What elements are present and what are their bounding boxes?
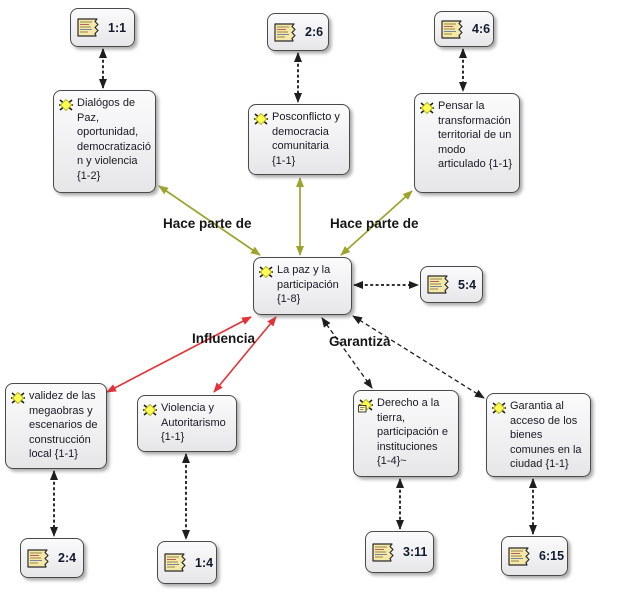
quotation-node-4-6[interactable]: 4:6 (434, 11, 494, 47)
code-with-comment-icon (358, 398, 373, 413)
quotation-node-5-4[interactable]: 5:4 (420, 266, 483, 303)
code-node-label: Pensar la transformación territorial de … (438, 100, 512, 170)
code-node-label: La paz y la participación {1-8} (277, 264, 339, 305)
quotation-node-label: 6:15 (539, 549, 565, 563)
quotation-node-6-15[interactable]: 6:15 (501, 536, 568, 576)
code-icon (420, 101, 434, 115)
edge-garantiza-derecho[interactable] (321, 317, 373, 389)
edge-influencia-validez[interactable] (106, 316, 252, 393)
code-node-label: Posconflicto y democracia comunitaria {1… (272, 111, 340, 167)
code-icon (143, 403, 157, 417)
code-node-label: Dialógos de Paz, oportunidad, democratiz… (77, 97, 151, 182)
code-node-posconflicto[interactable]: Posconflicto y democracia comunitaria {1… (248, 104, 350, 175)
quotation-node-label: 3:11 (403, 545, 428, 559)
edge-hace-parte-de-dialogos[interactable] (158, 185, 261, 256)
code-icon (254, 112, 268, 126)
quotation-node-label: 2:6 (305, 25, 324, 39)
code-node-label: Derecho a la tierra, participación e ins… (377, 397, 448, 467)
quotation-icon (27, 548, 49, 568)
quotation-node-label: 1:4 (195, 555, 214, 570)
code-icon (492, 401, 506, 415)
quotation-node-3-11[interactable]: 3:11 (365, 531, 434, 573)
code-node-label: Violencia y Autoritarismo {1-1} (161, 402, 226, 443)
quotation-icon (427, 275, 449, 294)
quotation-node-1-4[interactable]: 1:4 (157, 541, 217, 584)
code-icon (259, 265, 273, 279)
code-node-label: Garantia al acceso de los bienes comunes… (510, 400, 582, 470)
edge-label-garantiza[interactable]: Garantiza (329, 334, 391, 349)
quotation-icon (441, 19, 463, 39)
code-node-garantia[interactable]: Garantia al acceso de los bienes comunes… (486, 393, 591, 477)
quotation-node-label: 1:1 (108, 20, 127, 35)
code-node-validez[interactable]: validez de las megaobras y escenarios de… (5, 383, 107, 469)
code-node-dialogos[interactable]: Dialógos de Paz, oportunidad, democratiz… (53, 90, 156, 193)
quotation-node-1-1[interactable]: 1:1 (70, 8, 135, 47)
code-icon (11, 391, 25, 405)
edge-influencia-violencia[interactable] (213, 316, 277, 393)
edge-hace-parte-de-pensar[interactable] (340, 190, 413, 256)
quotation-node-2-6[interactable]: 2:6 (267, 13, 329, 51)
quotation-icon (274, 22, 296, 42)
quotation-icon (77, 18, 99, 37)
code-node-la-paz[interactable]: La paz y la participación {1-8} (253, 257, 352, 315)
quotation-icon (508, 546, 530, 566)
code-icon (59, 98, 73, 112)
code-node-derecho[interactable]: Derecho a la tierra, participación e ins… (353, 390, 459, 477)
edge-label-influencia[interactable]: Influencia (192, 331, 256, 346)
code-node-label: validez de las megaobras y escenarios de… (29, 390, 98, 460)
quotation-icon (372, 542, 394, 562)
quotation-node-2-4[interactable]: 2:4 (20, 538, 84, 578)
edge-label-hace-parte-de-left[interactable]: Hace parte de (163, 216, 252, 231)
code-node-violencia[interactable]: Violencia y Autoritarismo {1-1} (137, 395, 237, 452)
quotation-node-label: 2:4 (58, 551, 77, 565)
quotation-icon (164, 553, 186, 572)
code-node-pensar[interactable]: Pensar la transformación territorial de … (414, 93, 520, 193)
quotation-node-label: 4:6 (472, 22, 491, 36)
edge-garantiza-garantia[interactable] (352, 315, 485, 399)
edge-label-hace-parte-de-right[interactable]: Hace parte de (330, 216, 419, 231)
quotation-node-label: 5:4 (458, 277, 477, 292)
